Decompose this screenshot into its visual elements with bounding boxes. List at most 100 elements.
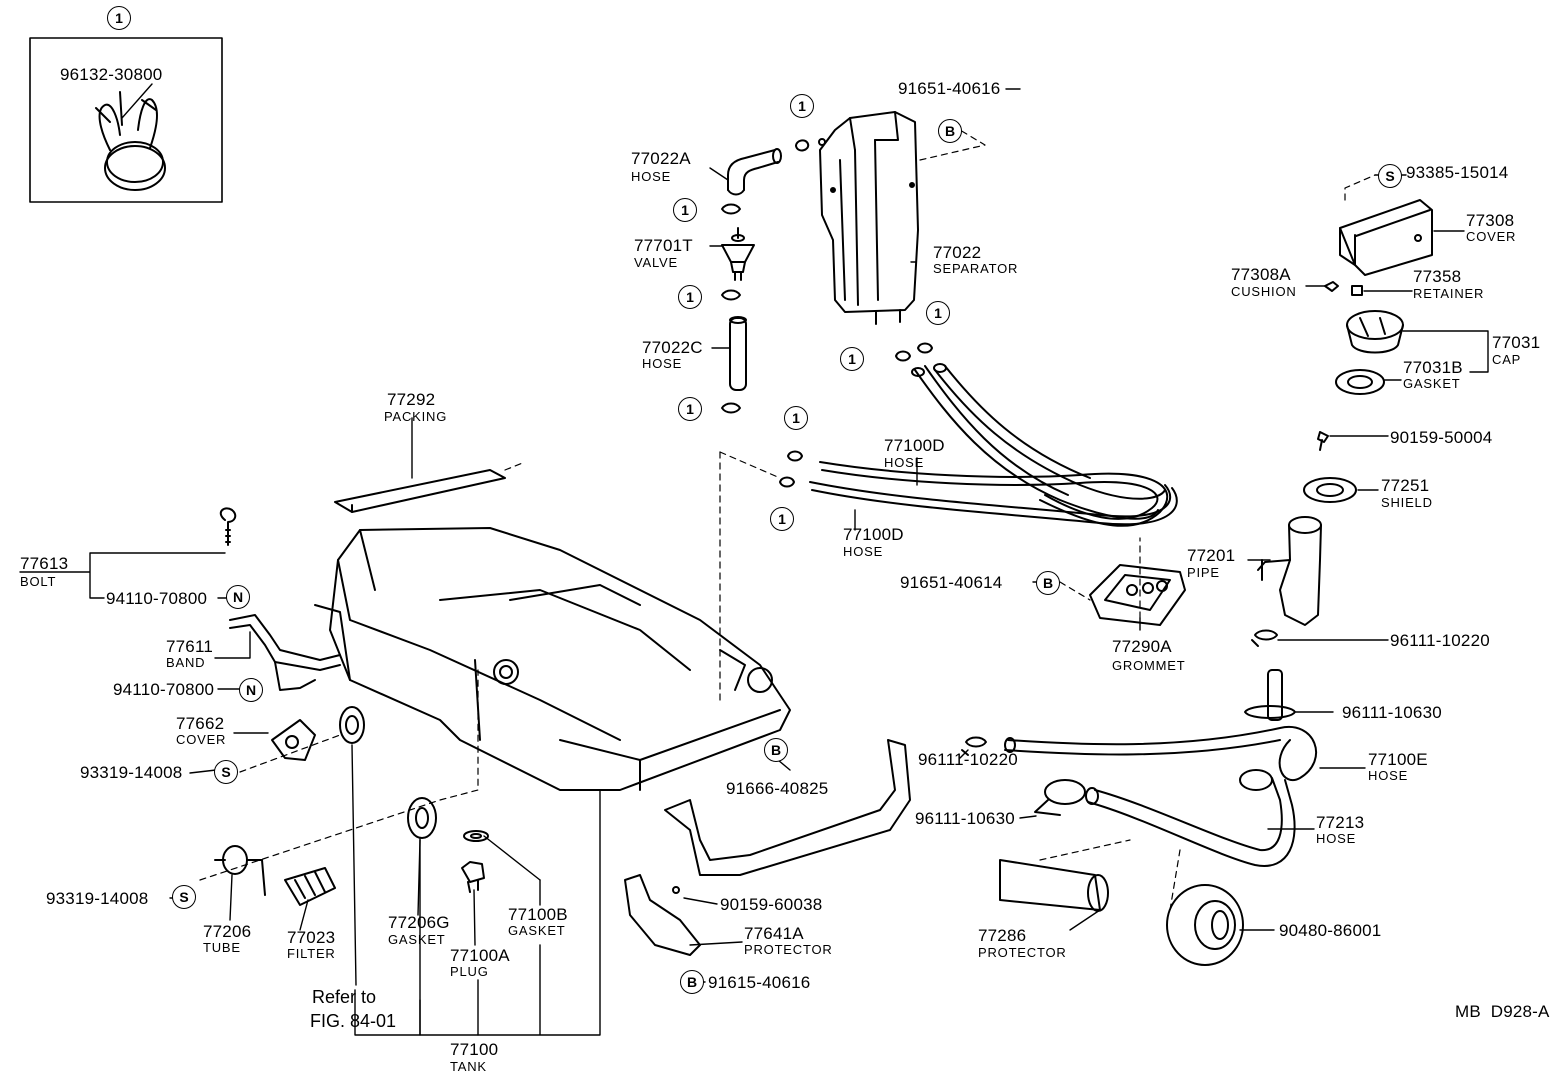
gasket-77031b-illustration <box>1335 369 1385 395</box>
part-number-77100d-lower: 77100D <box>843 525 904 544</box>
part-number-96111-10630-upper: 96111-10630 <box>1342 703 1442 722</box>
part-number-77023: 77023 <box>287 928 336 947</box>
clamp-marker-symbol: 1 <box>926 301 950 325</box>
part-number-93385-15014: 93385-15014 <box>1406 163 1509 182</box>
hose-77213-illustration <box>1085 769 1296 867</box>
part-name-77251: SHIELD <box>1381 495 1433 510</box>
part-number-77022a: 77022A <box>631 149 691 168</box>
part-name-77292: PACKING <box>384 409 448 424</box>
clamp-marker-symbol: 1 <box>790 94 814 118</box>
part-number-94110-70800-lower: 94110-70800 <box>113 680 215 699</box>
s-symbol: S <box>1378 164 1402 188</box>
part-number-77308a: 77308A <box>1231 265 1291 284</box>
clamp-marker-symbol: 1 <box>678 397 702 421</box>
part-name-77701t: VALVE <box>634 255 678 270</box>
gasket-ring-upper <box>339 706 365 744</box>
part-number-77613: 77613 <box>20 554 69 573</box>
part-number-77031: 77031 <box>1492 333 1541 352</box>
small-clamps <box>721 139 933 488</box>
part-name-77308a: CUSHION <box>1231 284 1297 299</box>
part-name-77100d-upper: HOSE <box>884 455 925 470</box>
clamp-marker-symbol: 1 <box>678 285 702 309</box>
part-name-77031b: GASKET <box>1403 376 1461 391</box>
part-name-77213: HOSE <box>1316 831 1357 846</box>
n-symbol: N <box>239 678 263 702</box>
s-symbol: S <box>214 760 238 784</box>
clamp-96111-10220-a <box>1251 629 1278 647</box>
gasket-77100b-illustration <box>463 830 489 842</box>
part-name-77022c: HOSE <box>642 356 683 371</box>
part-name-77031: CAP <box>1492 352 1522 367</box>
clamp-marker-symbol: 1 <box>673 198 697 222</box>
part-number-77206g: 77206G <box>388 913 450 932</box>
cap-77031-illustration <box>1346 310 1404 354</box>
clamp-96111-10630-b <box>1034 779 1086 816</box>
protector-77286-illustration <box>999 859 1109 912</box>
protector-77641a-illustration <box>624 874 701 956</box>
part-name-77022: SEPARATOR <box>933 261 1019 276</box>
clamp-marker-symbol: 1 <box>784 406 808 430</box>
part-number-91666-40825: 91666-40825 <box>726 779 829 798</box>
separator-77022-illustration <box>818 111 919 325</box>
figure-code: MB D928-A <box>1455 1002 1550 1021</box>
gasket-77206g-illustration <box>407 797 437 839</box>
part-name-77201: PIPE <box>1187 565 1220 580</box>
part-name-77100b: GASKET <box>508 923 566 938</box>
part-name-77100: TANK <box>450 1059 487 1074</box>
part-number-91651-40614: 91651-40614 <box>900 573 1003 592</box>
part-number-77100e: 77100E <box>1368 750 1428 769</box>
plug-77100a-illustration <box>461 861 485 893</box>
part-number-96111-10220-lower: 96111-10220 <box>918 750 1018 769</box>
grommet-90480-illustration <box>1166 884 1244 966</box>
b-symbol: B <box>680 970 704 994</box>
clamp-marker-symbol: 1 <box>770 507 794 531</box>
part-name-77308: COVER <box>1466 229 1517 244</box>
part-number-77251: 77251 <box>1381 476 1430 495</box>
part-name-77022a: HOSE <box>631 169 672 184</box>
clamp-marker-symbol: 1 <box>107 6 131 30</box>
filter-77023-illustration <box>284 867 336 906</box>
cover-77662-illustration <box>271 719 316 761</box>
pipe-77201-illustration <box>1257 516 1322 626</box>
part-number-96111-10220-upper: 96111-10220 <box>1390 631 1490 650</box>
part-number-77662: 77662 <box>176 714 225 733</box>
part-number-77022c: 77022C <box>642 338 703 357</box>
band-77611-illustration <box>229 614 341 691</box>
part-name-77100a: PLUG <box>450 964 489 979</box>
part-number-77031b: 77031B <box>1403 358 1463 377</box>
part-number-90480-86001: 90480-86001 <box>1279 921 1382 940</box>
grommet-77290a-illustration <box>1089 564 1186 626</box>
part-name-77206g: GASKET <box>388 932 446 947</box>
part-number-77213: 77213 <box>1316 813 1365 832</box>
s-symbol: S <box>172 885 196 909</box>
valve-77701t-illustration <box>721 227 755 281</box>
b-symbol: B <box>938 119 962 143</box>
part-name-77206: TUBE <box>203 940 241 955</box>
cover-77308-illustration <box>1339 199 1433 276</box>
part-name-77611: BAND <box>166 655 206 670</box>
screw-90159-50004-illustration <box>1317 431 1329 451</box>
part-number-90159-50004: 90159-50004 <box>1390 428 1493 447</box>
part-name-77023: FILTER <box>287 946 336 961</box>
clamp-marker-symbol: 1 <box>840 347 864 371</box>
part-name-77662: COVER <box>176 732 227 747</box>
part-number-96132-30800: 96132-30800 <box>60 65 163 84</box>
hose-77100e-illustration <box>1004 669 1318 781</box>
part-name-77613: BOLT <box>20 574 57 589</box>
support-bracket-illustration <box>664 739 911 876</box>
part-number-77201: 77201 <box>1187 546 1236 565</box>
part-number-77292: 77292 <box>387 390 436 409</box>
part-name-77290a: GROMMET <box>1112 658 1186 673</box>
part-number-91651-40616: 91651-40616 <box>898 79 1001 98</box>
part-name-77286: PROTECTOR <box>978 945 1067 960</box>
part-name-77358: RETAINER <box>1413 286 1485 301</box>
b-symbol: B <box>764 738 788 762</box>
part-number-77286: 77286 <box>978 926 1027 945</box>
part-number-77100b: 77100B <box>508 905 568 924</box>
n-symbol: N <box>226 585 250 609</box>
part-name-77641a: PROTECTOR <box>744 942 833 957</box>
bolt-77613-illustration <box>219 507 237 546</box>
shield-77251-illustration <box>1303 477 1357 503</box>
